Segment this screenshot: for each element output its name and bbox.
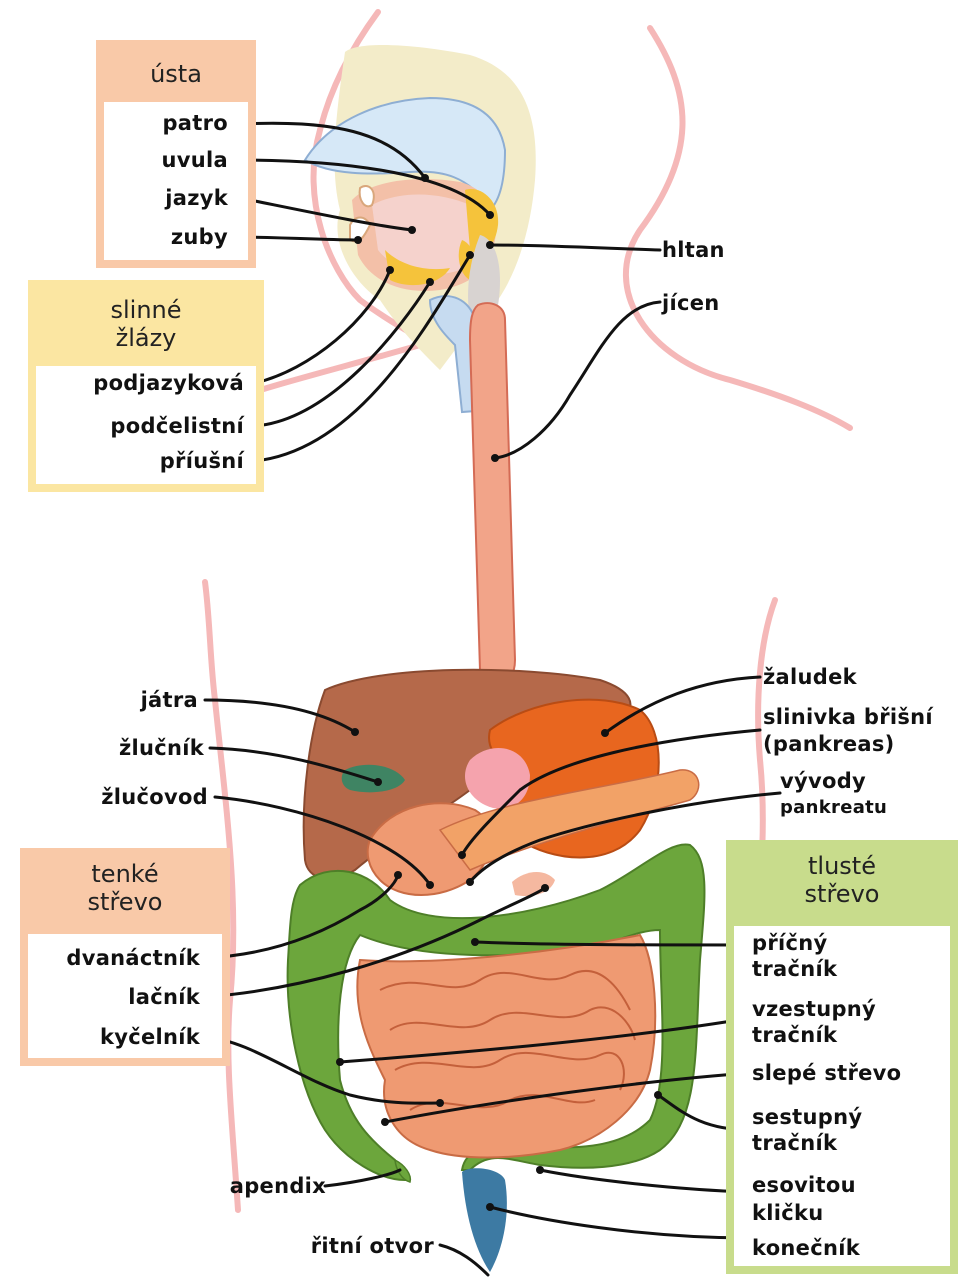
label-lacnik: lačník [128,984,200,1010]
label-vyvody-line1: vývody [780,768,866,794]
salivary-group-title-line1: slinné [28,296,264,324]
label-podjazykova: podjazyková [93,370,244,396]
label-zlucnik: žlučník [119,735,204,761]
label-priusni: příušní [160,448,244,474]
label-esovitou-line2: kličku [752,1200,824,1226]
label-jicen: jícen [662,290,720,316]
label-patro: patro [162,110,228,136]
small-intestine-title-line2: střevo [20,888,230,916]
label-konecnik: konečník [752,1235,860,1261]
label-dvanactnik: dvanáctník [66,945,200,971]
label-slinivka-line2: (pankreas) [763,731,895,757]
label-zuby: zuby [171,224,228,250]
large-intestine-title-line1: tlusté [726,852,958,880]
label-vyvody-line2: pankreatu [780,795,887,821]
label-hltan: hltan [662,237,725,263]
esophagus [470,303,515,686]
label-jazyk: jazyk [165,185,228,211]
mouth-group-title: ústa [96,60,256,88]
label-podcelistni: podčelistní [110,413,244,439]
label-esovitou-line1: esovitou [752,1172,856,1198]
label-slepe-strevo: slepé střevo [752,1060,901,1086]
small-intestine-title-line1: tenké [20,860,230,888]
label-apendix: apendix [230,1173,326,1199]
label-pricny-line2: tračník [752,956,837,982]
label-sestupny-line2: tračník [752,1130,837,1156]
label-ritni-otvor: řitní otvor [311,1233,434,1259]
label-slinivka-line1: slinivka břišní [763,704,933,730]
label-zaludek: žaludek [763,664,857,690]
large-intestine-title-line2: střevo [726,880,958,908]
label-uvula: uvula [162,147,228,173]
label-sestupny-line1: sestupný [752,1104,862,1130]
label-kycelnik: kyčelník [100,1024,200,1050]
label-jatra: játra [141,687,198,713]
label-vzestupny-line2: tračník [752,1022,837,1048]
label-zlucovod: žlučovod [101,784,208,810]
label-pricny-line1: příčný [752,930,827,956]
label-vzestupny-line1: vzestupný [752,996,876,1022]
salivary-group-title-line2: žlázy [28,324,264,352]
